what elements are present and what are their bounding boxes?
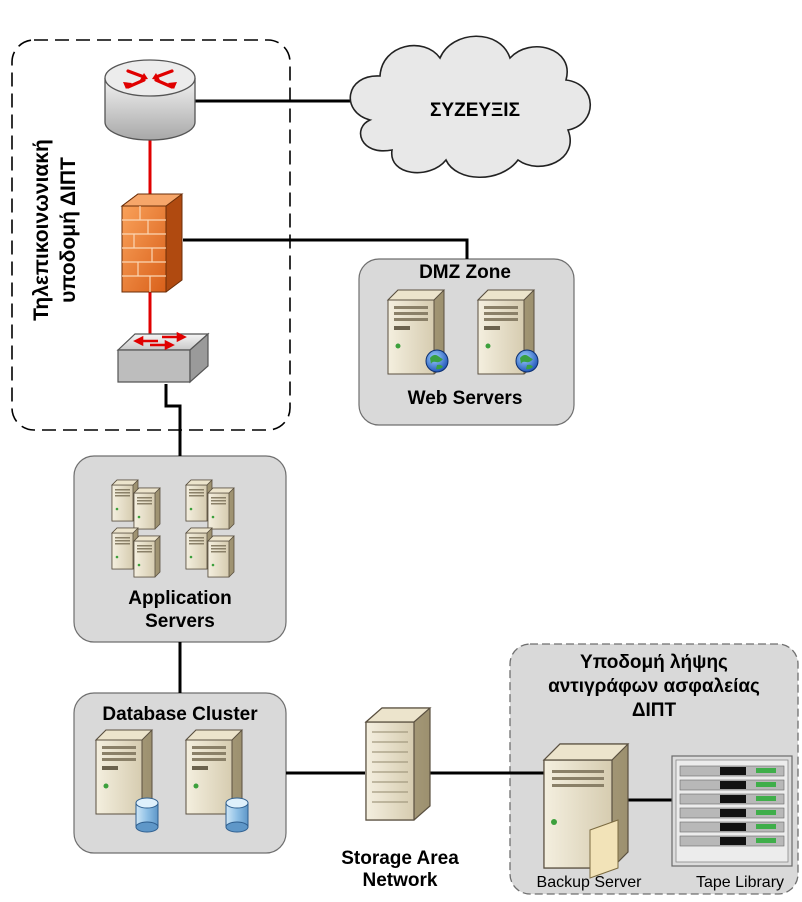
backup-server-icon — [542, 743, 630, 879]
dmz-subtitle: Web Servers — [407, 388, 523, 409]
cloud-label: ΣΥΖΕΥΞΙΣ — [430, 100, 520, 121]
san-icon — [364, 707, 432, 821]
san-label-line2: Network — [362, 870, 438, 891]
switch-icon — [116, 331, 210, 384]
web-server-2 — [477, 289, 539, 375]
backup-server-label: Backup Server — [536, 874, 642, 891]
app-servers-label-line2: Servers — [145, 611, 215, 632]
firewall-dmz-link — [183, 238, 469, 259]
backup-zone-title-line1: Υποδομή λήψης — [580, 652, 728, 673]
app-server-cluster-1 — [111, 479, 161, 578]
telecom-zone-label-line2: υποδομή ΔΙΠΤ — [57, 157, 80, 303]
network-links — [148, 99, 672, 802]
app-servers-label-line1: Application — [128, 588, 232, 609]
telecom-zone-border — [11, 39, 291, 431]
switch-app-link — [164, 384, 182, 456]
telecom-zone-label-line1: Τηλεπικοινωνιακή — [30, 139, 53, 321]
backup-zone-title-line2: αντιγράφων ασφαλείας — [548, 676, 760, 697]
backup-zone-title-line3: ΔΙΠΤ — [631, 700, 677, 721]
db-cluster-label: Database Cluster — [102, 704, 258, 725]
tape-library-icon — [671, 755, 793, 867]
firewall-icon — [120, 193, 184, 293]
san-label-line1: Storage Area — [341, 848, 459, 869]
cloud-icon — [349, 35, 591, 179]
dmz-title: DMZ Zone — [419, 262, 511, 283]
tape-library-label: Tape Library — [695, 874, 785, 891]
telecom-zone-label: Τηλεπικοινωνιακή υποδομή ΔΙΠΤ — [10, 100, 100, 360]
router-icon — [104, 59, 196, 141]
app-server-cluster-2 — [185, 479, 235, 578]
web-server-1 — [387, 289, 449, 375]
